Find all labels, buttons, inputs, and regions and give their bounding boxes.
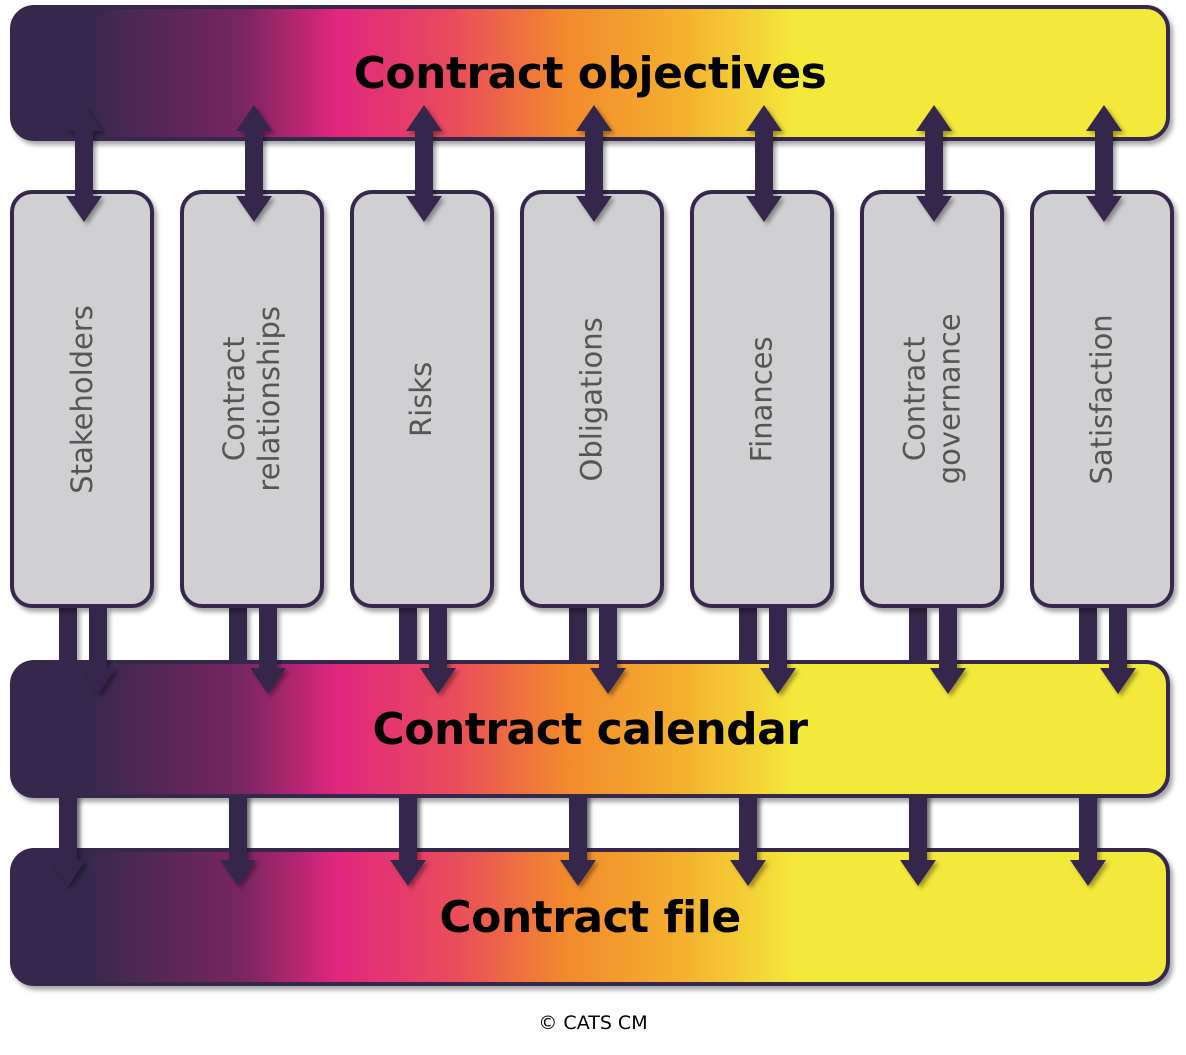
column-box-risks: Risks bbox=[350, 190, 494, 608]
column-label: Risks bbox=[404, 361, 439, 437]
contract-file-title: Contract file bbox=[439, 891, 741, 943]
column-box-contract-relationships: Contract relationships bbox=[180, 190, 324, 608]
contract-objectives-bar: Contract objectives bbox=[10, 5, 1170, 141]
column-box-stakeholders: Stakeholders bbox=[10, 190, 154, 608]
contract-file-bar: Contract file bbox=[10, 848, 1170, 986]
column-box-contract-governance: Contract governance bbox=[860, 190, 1004, 608]
column-label: Contract relationships bbox=[217, 306, 287, 492]
copyright-notice: © CATS CM bbox=[538, 1012, 648, 1034]
column-label: Contract governance bbox=[897, 313, 967, 485]
column-label: Satisfaction bbox=[1084, 313, 1119, 485]
column-label: Stakeholders bbox=[64, 304, 99, 494]
column-label: Finances bbox=[744, 335, 779, 463]
contract-calendar-title: Contract calendar bbox=[372, 703, 808, 755]
column-box-obligations: Obligations bbox=[520, 190, 664, 608]
contract-calendar-bar: Contract calendar bbox=[10, 660, 1170, 798]
column-box-satisfaction: Satisfaction bbox=[1030, 190, 1174, 608]
column-label: Obligations bbox=[574, 316, 609, 482]
column-box-finances: Finances bbox=[690, 190, 834, 608]
contract-objectives-title: Contract objectives bbox=[353, 47, 827, 99]
